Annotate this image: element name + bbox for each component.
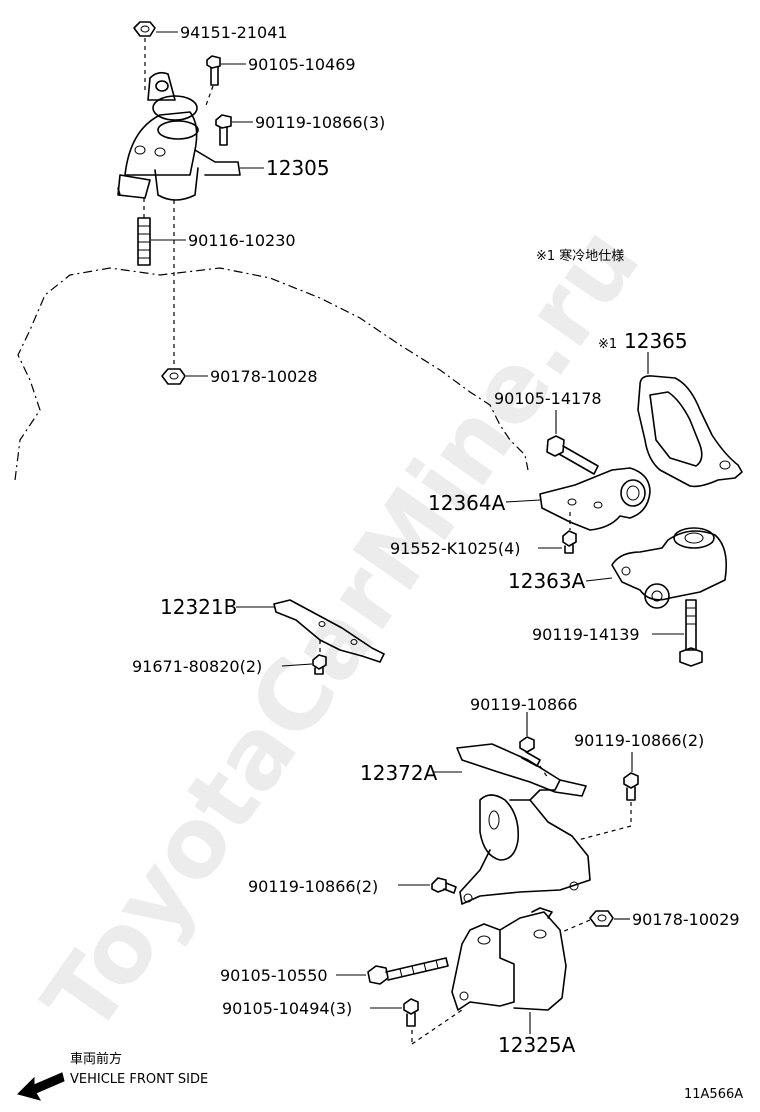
bolt-90119-10866-right-icon [623, 772, 639, 801]
mount-12363A [611, 527, 728, 609]
label-12372A: 12372A [360, 761, 438, 785]
label-12321B: 12321B [160, 595, 237, 619]
bolt-90119-10866-icon [215, 114, 232, 146]
engine-mount-12305 [117, 71, 241, 201]
label-12363A: 12363A [508, 569, 586, 593]
engine-outline [14, 267, 529, 481]
label-91671-80820-2: 91671-80820(2) [132, 657, 262, 676]
front-direction-arrow-icon [17, 1072, 65, 1101]
bracket-12364A [539, 467, 651, 531]
label-90119-10866-2-right: 90119-10866(2) [574, 731, 704, 750]
label-90105-10469: 90105-10469 [248, 55, 356, 74]
label-90116-10230: 90116-10230 [188, 231, 296, 250]
bolt-90119-10866-top-icon [519, 736, 541, 767]
bolt-90119-10866-left-icon [431, 877, 457, 894]
label-12305: 12305 [266, 156, 330, 180]
figure-code: 11A566A [684, 1087, 743, 1102]
label-90119-14139: 90119-14139 [532, 625, 640, 644]
plate-12321B [273, 599, 385, 663]
direction-label-jp: 車両前方 [70, 1051, 122, 1067]
dash-line [539, 765, 549, 779]
bolt-90105-10550-icon [367, 957, 449, 985]
bolt-90105-10494-icon [403, 998, 419, 1027]
label-12364A: 12364A [428, 491, 506, 515]
cold-climate-note: ※1 寒冷地仕様 [536, 248, 624, 264]
label-90105-10494-3: 90105-10494(3) [222, 999, 352, 1018]
stud-90116-10230-icon [137, 217, 151, 266]
label-90178-10029: 90178-10029 [632, 910, 740, 929]
dash-line [411, 1009, 463, 1045]
label-90119-10866: 90119-10866 [470, 695, 578, 714]
nut-90178-10028-icon [161, 368, 186, 385]
dash-line [577, 825, 632, 841]
bolt-91552-K1025-icon [562, 530, 577, 554]
mount-bracket-12325A [451, 907, 567, 1011]
label-90119-10866-3: 90119-10866(3) [255, 113, 385, 132]
leader-line [585, 577, 613, 582]
insulator-cover-12365 [637, 375, 743, 488]
label-12365-mark: ※1 [598, 337, 617, 352]
label-91552-K1025-4: 91552-K1025(4) [390, 539, 521, 558]
bolt-90105-14178-icon [546, 435, 599, 475]
label-90105-14178: 90105-14178 [494, 389, 602, 408]
dash-line [204, 85, 214, 109]
direction-label-en: VEHICLE FRONT SIDE [70, 1072, 208, 1087]
bolt-90105-10469-icon [206, 55, 221, 86]
nut-94151-21041-icon [133, 21, 156, 37]
leader-line [281, 663, 313, 667]
label-90119-10866-2-left: 90119-10866(2) [248, 877, 378, 896]
label-12325A: 12325A [498, 1033, 576, 1057]
nut-90178-10029-icon [589, 910, 614, 927]
label-90178-10028: 90178-10028 [210, 367, 318, 386]
label-90105-10550: 90105-10550 [220, 966, 328, 985]
bolt-90119-14139-icon [679, 599, 703, 667]
label-94151-21041: 94151-21041 [180, 23, 288, 42]
label-12365: 12365 [624, 329, 688, 353]
leader-line [505, 499, 541, 503]
dash-line [561, 919, 591, 933]
bolt-91671-80820-icon [312, 654, 327, 675]
bracket-12372A [456, 743, 591, 905]
